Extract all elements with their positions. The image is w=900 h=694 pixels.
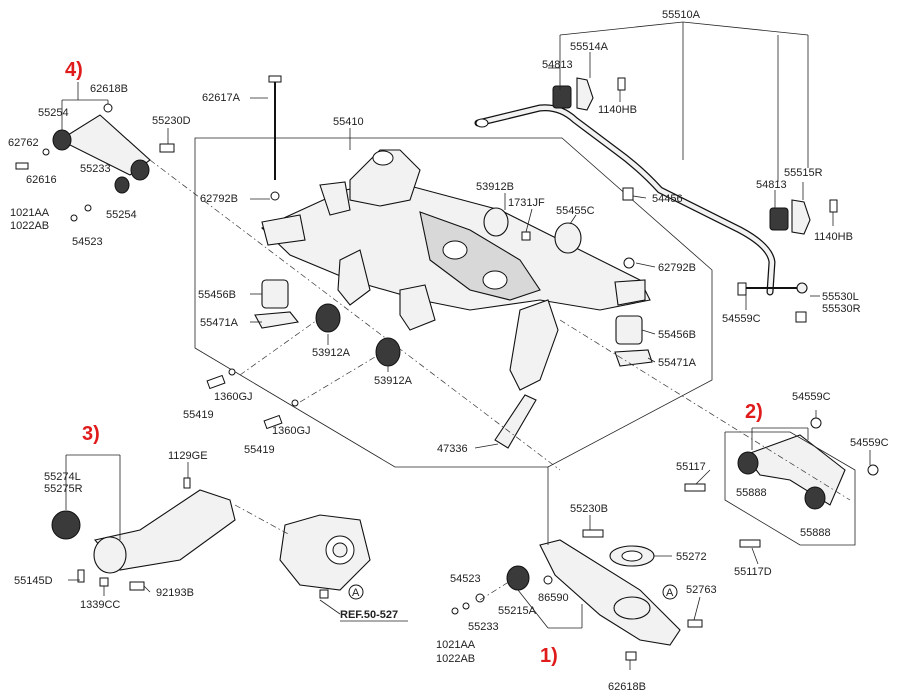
label-53912A-low[interactable]: 53912A: [374, 375, 413, 387]
stabilizer-bar: [474, 104, 776, 296]
label-62792B-left[interactable]: 62792B: [200, 193, 238, 205]
arm-bushings-crossmember: [315, 207, 582, 367]
label-47336[interactable]: 47336: [437, 443, 468, 455]
reference-label[interactable]: REF.50-527: [340, 609, 398, 621]
label-1140HB-right[interactable]: 1140HB: [814, 231, 853, 243]
label-53912A-mid[interactable]: 53912A: [312, 347, 351, 359]
marker-a-right: A: [666, 587, 674, 599]
part-number-labels: 55510A 55514A 54813 1140HB 62617A 55410 …: [8, 9, 889, 693]
label-54456[interactable]: 54456: [652, 193, 683, 205]
label-54523-top[interactable]: 54523: [72, 236, 103, 248]
label-55515R[interactable]: 55515R: [784, 167, 823, 179]
mount-bushing-right: [614, 187, 653, 367]
label-55230B[interactable]: 55230B: [570, 503, 608, 515]
knuckle: [279, 514, 371, 599]
crossmember-bolts: [206, 368, 299, 430]
label-54813-right[interactable]: 54813: [756, 179, 787, 191]
label-1021AA-top[interactable]: 1021AA: [10, 207, 50, 219]
label-55471A-right[interactable]: 55471A: [658, 357, 697, 369]
label-55530R[interactable]: 55530R: [822, 303, 861, 315]
label-55456B-left[interactable]: 55456B: [198, 289, 236, 301]
callout-2: 2): [745, 401, 763, 423]
label-55215A[interactable]: 55215A: [498, 605, 537, 617]
crossmember: [261, 149, 651, 391]
label-55254-low[interactable]: 55254: [106, 209, 137, 221]
label-1339CC[interactable]: 1339CC: [80, 599, 120, 611]
label-1360GJ-b[interactable]: 1360GJ: [272, 425, 311, 437]
lower-control-arm: [684, 417, 879, 548]
label-62618B-low[interactable]: 62618B: [608, 681, 646, 693]
label-54813-top[interactable]: 54813: [542, 59, 573, 71]
label-55275R[interactable]: 55275R: [44, 483, 83, 495]
label-55510A[interactable]: 55510A: [662, 9, 701, 21]
label-55230D[interactable]: 55230D: [152, 115, 191, 127]
callout-4: 4): [65, 59, 83, 81]
label-55233-top[interactable]: 55233: [80, 163, 111, 175]
upper-arm: [15, 103, 175, 222]
stabilizer-link: [737, 282, 808, 323]
label-53912B[interactable]: 53912B: [476, 181, 514, 193]
label-52763[interactable]: 52763: [686, 584, 717, 596]
dash-center-lines: [149, 159, 851, 601]
label-55888-a[interactable]: 55888: [736, 487, 767, 499]
label-86590[interactable]: 86590: [538, 592, 569, 604]
label-54523-low[interactable]: 54523: [450, 573, 481, 585]
stabilizer-bushing-right: [769, 199, 811, 235]
reference-leader: [319, 599, 341, 615]
label-1021AA-low[interactable]: 1021AA: [436, 639, 476, 651]
label-1022AB-top[interactable]: 1022AB: [10, 220, 49, 232]
label-62616[interactable]: 62616: [26, 174, 57, 186]
label-1129GE[interactable]: 1129GE: [168, 450, 208, 462]
label-62618B-top[interactable]: 62618B: [90, 83, 128, 95]
mount-bushing-left: [254, 75, 300, 329]
label-55254-top[interactable]: 55254: [38, 107, 69, 119]
label-55419-b[interactable]: 55419: [244, 444, 275, 456]
label-55117D[interactable]: 55117D: [734, 566, 772, 578]
subframe-boundary: [194, 137, 713, 468]
label-55145D[interactable]: 55145D: [14, 575, 53, 587]
label-1140HB-top[interactable]: 1140HB: [598, 104, 637, 116]
stabilizer-bushing-top: [552, 77, 594, 111]
label-55419-a[interactable]: 55419: [183, 409, 214, 421]
label-55410[interactable]: 55410: [333, 116, 364, 128]
bracket-bolts-top: [617, 77, 838, 213]
label-55455C[interactable]: 55455C: [556, 205, 595, 217]
label-62617A[interactable]: 62617A: [202, 92, 241, 104]
label-1731JF[interactable]: 1731JF: [508, 197, 545, 209]
label-55514A[interactable]: 55514A: [570, 41, 609, 53]
marker-a-left: A: [352, 587, 360, 599]
callout-1: 1): [540, 645, 558, 667]
label-54559C-top[interactable]: 54559C: [792, 391, 831, 403]
label-62792B-right[interactable]: 62792B: [658, 262, 696, 274]
spring-lower-arm: [451, 529, 703, 661]
label-54559C-right[interactable]: 54559C: [850, 437, 889, 449]
label-92193B[interactable]: 92193B: [156, 587, 194, 599]
label-55471A-left[interactable]: 55471A: [200, 317, 239, 329]
reference-marker-a: A A: [348, 584, 678, 600]
label-55274L[interactable]: 55274L: [44, 471, 81, 483]
label-55272[interactable]: 55272: [676, 551, 707, 563]
label-55117[interactable]: 55117: [676, 461, 706, 473]
leader-lines: [61, 21, 871, 670]
label-55233-low[interactable]: 55233: [468, 621, 499, 633]
label-54559C-left[interactable]: 54559C: [722, 313, 761, 325]
label-55456B-right[interactable]: 55456B: [658, 329, 696, 341]
label-55530L[interactable]: 55530L: [822, 291, 859, 303]
label-1022AB-low[interactable]: 1022AB: [436, 653, 475, 665]
bracket-box-2: [724, 431, 856, 546]
label-55888-b[interactable]: 55888: [800, 527, 831, 539]
skid-plate: [494, 394, 537, 449]
label-62762[interactable]: 62762: [8, 137, 39, 149]
label-1360GJ-a[interactable]: 1360GJ: [214, 391, 253, 403]
callout-3: 3): [82, 423, 100, 445]
